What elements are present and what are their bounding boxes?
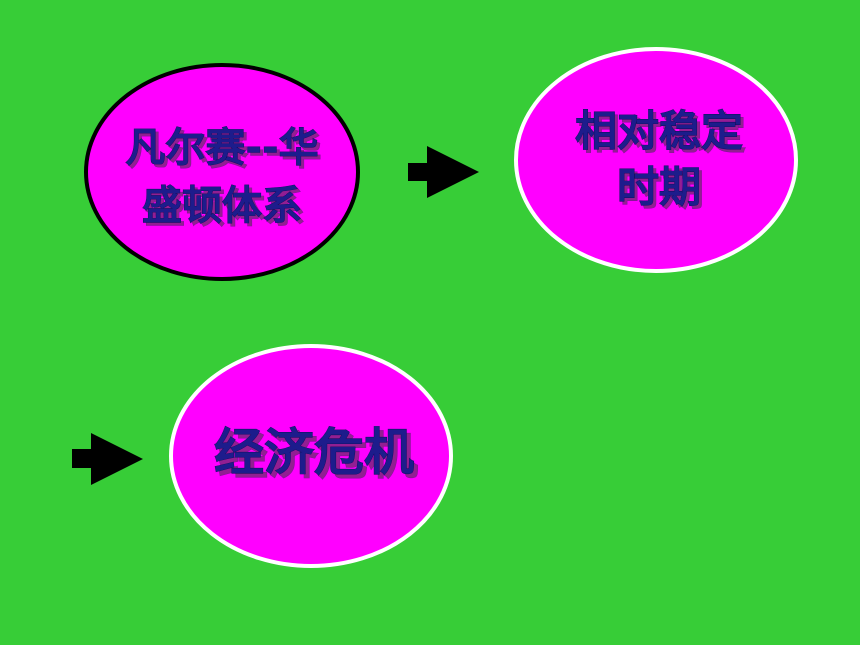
svg-text:经济危机: 经济危机 (218, 428, 418, 486)
node-versailles-washington-shape (84, 63, 360, 281)
node-economic-crisis-shape (169, 344, 453, 568)
svg-text:凡尔赛--华: 凡尔赛--华 (128, 128, 321, 174)
arrow-1-shape (408, 146, 479, 198)
node-economic-crisis: 经济危机 经济危机 (169, 344, 453, 568)
arrow-right-icon (408, 146, 479, 198)
svg-text:相对稳定: 相对稳定 (578, 110, 746, 159)
svg-text:时期: 时期 (620, 166, 704, 215)
node-relative-stability-label-line-2: 时期 (617, 163, 701, 212)
node-versailles-washington: 凡尔赛--华 盛顿体系 凡尔赛--华 盛顿体系 (84, 63, 360, 281)
node-relative-stability-label-line-1: 相对稳定 (575, 107, 743, 156)
svg-text:盛顿体系: 盛顿体系 (145, 186, 305, 232)
arrow-2-shape (72, 433, 143, 485)
node-economic-crisis-label: 经济危机 (214, 424, 414, 482)
node-relative-stability-shape (514, 47, 798, 273)
node-versailles-washington-label-line-2: 盛顿体系 (142, 183, 302, 229)
arrow-right-icon (72, 433, 143, 485)
node-versailles-washington-label-line-1: 凡尔赛--华 (125, 125, 318, 171)
node-relative-stability: 相对稳定 时期 相对稳定 时期 (514, 47, 798, 273)
